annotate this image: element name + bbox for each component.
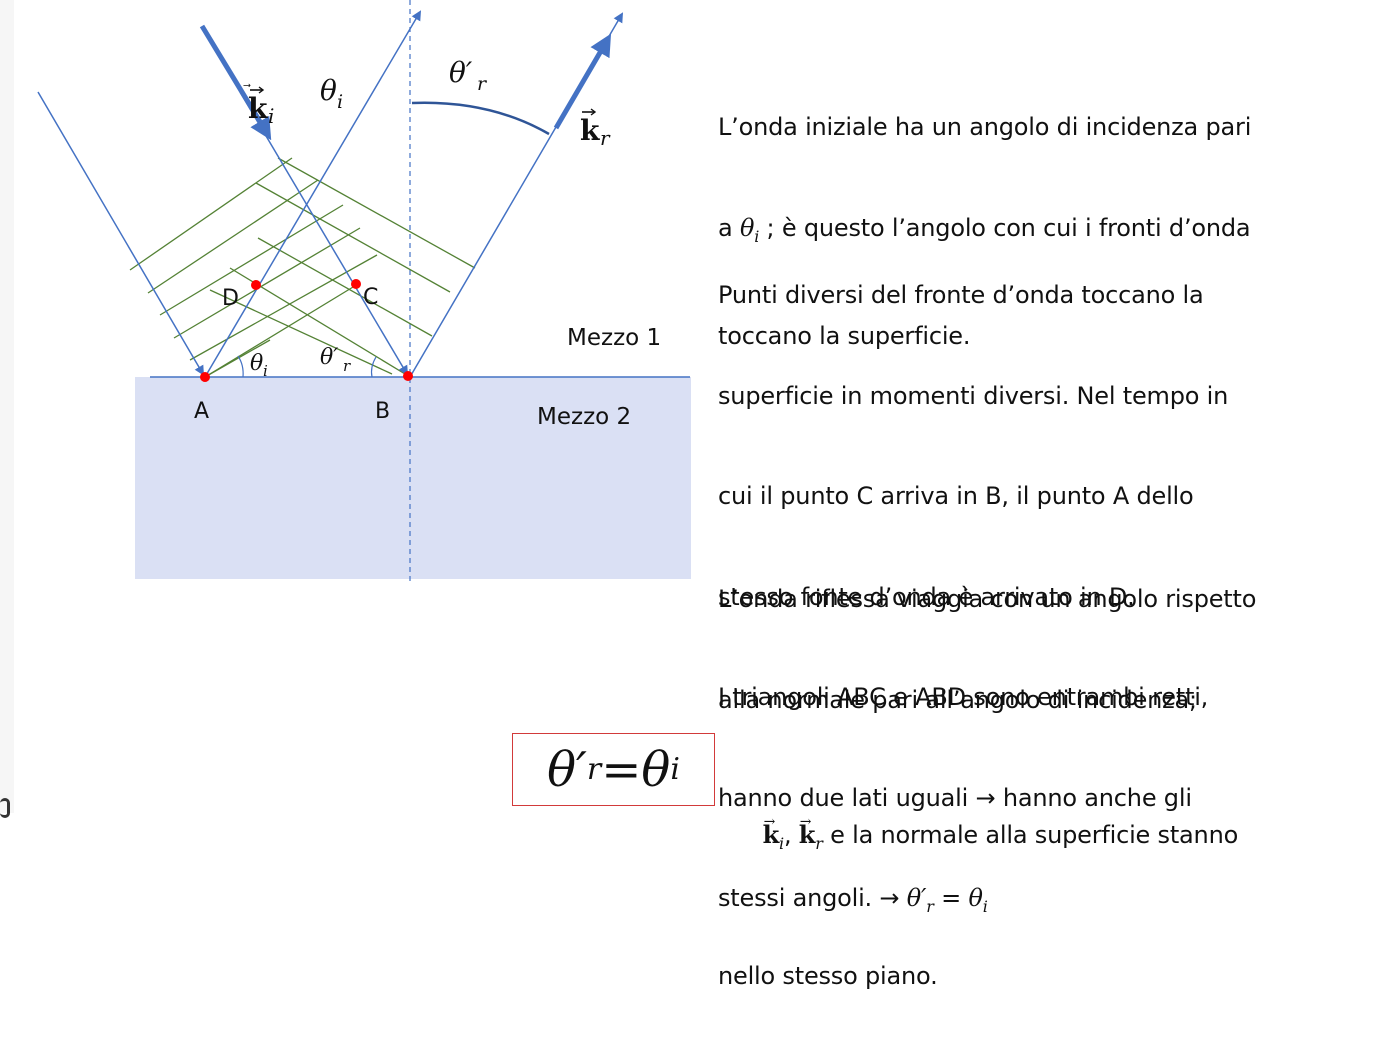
point-D-label: D: [222, 286, 239, 311]
theta-i-top-sub: i: [337, 91, 343, 113]
reflected-wavefront: [277, 157, 476, 269]
reflected-wavefront: [209, 289, 393, 375]
text-line: Punti diversi del fronte d’onda toccano …: [718, 281, 1204, 309]
incident-wavefront: [173, 227, 361, 339]
point-D-marker: [251, 280, 261, 290]
slide: k ⃗ i θ i θ′ r k r θ i θ′ r A B: [0, 0, 1256, 990]
point-C-marker: [351, 279, 361, 289]
slide-edge: [0, 0, 14, 813]
formula-sub-r: r: [586, 752, 602, 787]
reflected-wavefront: [257, 237, 433, 337]
theta-r-bottom-sub: r: [343, 357, 351, 375]
theta-r-top-sub: r: [477, 73, 488, 95]
paragraph-incidence: L’onda iniziale ha un angolo di incidenz…: [718, 44, 1251, 420]
wavefronts: [129, 157, 476, 378]
point-B-marker: [403, 371, 413, 381]
text-line: L’onda riflessa viaggia con un angolo ri…: [718, 585, 1257, 613]
incident-wavefront: [204, 283, 359, 378]
medium-1-label: Mezzo 1: [567, 325, 661, 351]
incident-wavefront: [129, 157, 293, 271]
medium-2-region: [135, 377, 691, 579]
ki-vector: [199, 24, 272, 141]
reflected-wavefront: [255, 182, 451, 293]
theta-i-arc-bottom: [237, 355, 244, 378]
text-line: alla normale pari all’angolo di incidenz…: [718, 685, 1197, 714]
paragraph-wavefront: Punti diversi del fronte d’onda toccano …: [718, 212, 1228, 990]
text-line: toccano la superficie.: [718, 321, 971, 350]
theta-i-inline: θ: [739, 213, 755, 242]
incident-wavefront: [159, 204, 344, 316]
formula-theta-i: θ: [641, 741, 671, 798]
text-line: L’onda iniziale ha un angolo di incidenz…: [718, 113, 1252, 141]
reflected-ray-left: [204, 10, 422, 378]
text-line: k→i, k→r e la normale alla superficie st…: [762, 813, 1239, 853]
ki-sub: i: [268, 104, 274, 128]
incident-ray-left: [37, 91, 205, 376]
point-A-label: A: [194, 399, 209, 424]
formula-theta-r: θ′: [547, 741, 587, 798]
formula-sub-i: i: [670, 752, 680, 787]
ki-arrow-head: [258, 86, 265, 94]
ki-arrow-accent: ⃗: [243, 83, 251, 88]
text-line: nello stesso piano.: [718, 962, 938, 991]
theta-i-bottom-sub: i: [263, 362, 268, 380]
ki-inline: k→: [762, 813, 780, 849]
text-line: superficie in momenti diversi. Nel tempo…: [718, 381, 1229, 410]
kr-sub: r: [600, 126, 611, 150]
ki-label: k: [248, 92, 268, 125]
medium-2-label: Mezzo 2: [537, 404, 631, 430]
corner-glyph: [0, 798, 10, 818]
theta-r-arc-bottom: [370, 356, 377, 378]
kr-vector: [553, 33, 612, 130]
text-line: stesso fonte d’onda è arrivato in D.: [718, 582, 1135, 611]
theta-r-bottom-label: θ′: [320, 345, 338, 370]
text-line: a θi ; è questo l’angolo con cui i front…: [718, 213, 1251, 246]
theta-i-bottom-label: θ: [250, 351, 263, 376]
incident-wavefront: [189, 254, 378, 361]
formula-equals: =: [601, 741, 642, 798]
reflection-diagram: k ⃗ i θ i θ′ r k r θ i θ′ r A B: [37, 0, 691, 582]
text-line: I triangoli ABC e ABD sono entrambi rett…: [718, 683, 1209, 711]
point-A-marker: [200, 372, 210, 382]
text-line: cui il punto C arriva in B, il punto A d…: [718, 482, 1194, 510]
paragraph-reflection: L’onda riflessa viaggia con un angolo ri…: [718, 516, 1256, 1061]
theta-r-arc-top: [411, 101, 550, 136]
theta-i-top-label: θ: [320, 74, 337, 107]
kr-label: k: [580, 114, 600, 147]
reflected-wavefront: [204, 339, 271, 378]
incident-ray-right: [239, 91, 409, 376]
text-line: hanno due lati uguali → hanno anche gli: [718, 783, 1192, 812]
kr-arrow-head: [590, 108, 597, 116]
kr-inline: k→: [798, 813, 816, 849]
point-B-label: B: [375, 399, 390, 424]
point-C-label: C: [363, 285, 378, 310]
incident-wavefront: [147, 179, 319, 294]
theta-r-top-label: θ′: [449, 56, 473, 89]
